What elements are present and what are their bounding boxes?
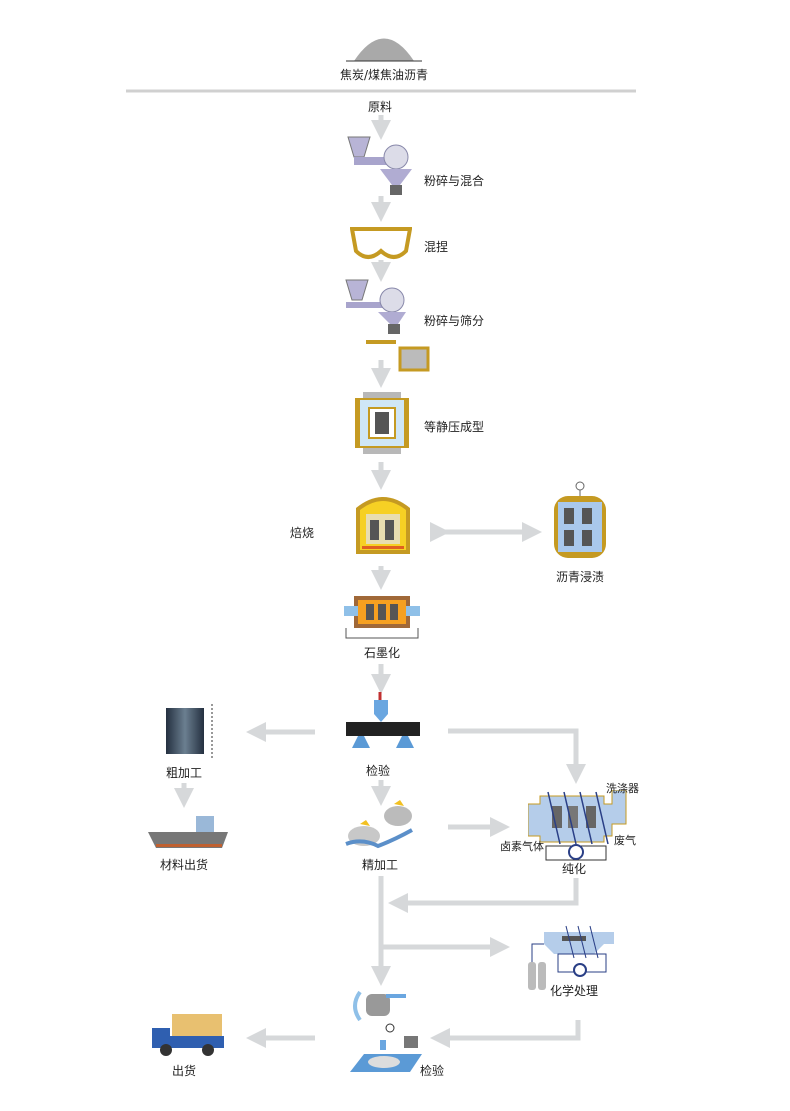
- delivery-truck-icon: [152, 1014, 224, 1056]
- purification-unit-icon: [528, 790, 627, 861]
- finish-machining-icon: [345, 800, 413, 849]
- label-halogen: 卤素气体: [500, 840, 544, 853]
- step-bake: 焙烧: [290, 526, 315, 540]
- step-chemical: 化学处理: [550, 984, 599, 998]
- step-inspect1: 检验: [366, 764, 391, 778]
- sieve-tray-icon: [398, 346, 430, 372]
- chemical-treatment-icon: [528, 925, 614, 990]
- sieve-bar: [366, 340, 396, 344]
- final-inspection-icon: [350, 990, 422, 1072]
- crusher-mixer-icon: [347, 136, 412, 195]
- baking-furnace-icon: [356, 497, 410, 554]
- coke-pile-icon: [346, 38, 422, 62]
- title-label: 焦炭/煤焦油沥青: [340, 68, 429, 82]
- step-crush-mix: 粉碎与混合: [424, 174, 485, 188]
- crusher-sieve-icon: [345, 279, 406, 334]
- arrow-inspect-purify: [448, 728, 586, 784]
- step-graphitize: 石墨化: [364, 646, 401, 660]
- step-inspect2: 检验: [420, 1064, 445, 1078]
- impregnation-tank-icon: [554, 481, 606, 558]
- step-raw: 原料: [368, 100, 393, 114]
- step-ship: 出货: [172, 1064, 197, 1078]
- step-impregnate: 沥青浸渍: [556, 570, 605, 584]
- isostatic-press-icon: [355, 392, 409, 454]
- rough-machining-icon: [166, 704, 213, 758]
- bend-test-icon: [346, 692, 420, 748]
- cargo-ship-icon: [148, 816, 228, 848]
- arrow-purify-back: [388, 878, 579, 913]
- step-ship-material: 材料出货: [160, 858, 209, 872]
- step-crush-sieve: 粉碎与筛分: [424, 314, 485, 328]
- step-isostatic: 等静压成型: [424, 420, 485, 434]
- step-knead: 混捏: [424, 240, 449, 254]
- step-finish: 精加工: [362, 858, 399, 872]
- kneader-icon: [350, 227, 412, 259]
- graphitization-furnace-icon: [344, 596, 420, 639]
- label-scrubber: 洗涤器: [606, 782, 639, 795]
- step-purify: 纯化: [562, 862, 587, 876]
- label-exhaust: 废气: [614, 834, 636, 847]
- step-rough: 粗加工: [166, 766, 203, 780]
- arrow-chemical-inspect2: [430, 1020, 581, 1048]
